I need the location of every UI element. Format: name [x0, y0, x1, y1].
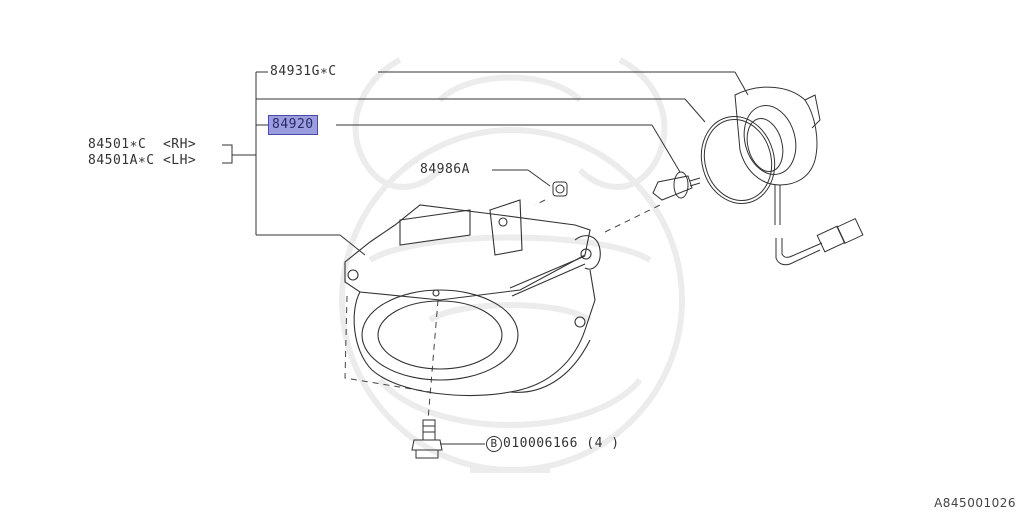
bolt-part	[411, 419, 443, 459]
label-clip[interactable]: 84986A	[420, 162, 470, 177]
gasket-ring	[700, 115, 776, 205]
reference-code: A845001026	[934, 496, 1016, 510]
clip-part	[552, 181, 568, 197]
label-holder[interactable]: 84931G∗C	[270, 64, 337, 79]
label-bulb-highlighted[interactable]: 84920	[268, 115, 318, 135]
fog-lamp-housing	[344, 199, 601, 397]
watermark-icon	[339, 57, 685, 473]
bolt-number: 010006166 (4 )	[503, 436, 620, 451]
label-assembly-lh[interactable]: 84501A∗C <LH>	[88, 153, 197, 168]
socket-holder	[734, 86, 864, 266]
label-assembly-rh[interactable]: 84501∗C <RH>	[88, 137, 197, 152]
leader-lines	[222, 71, 749, 445]
bulb-part	[652, 171, 701, 201]
dashed-guides	[344, 199, 661, 421]
callout-b-icon: B	[486, 436, 502, 452]
